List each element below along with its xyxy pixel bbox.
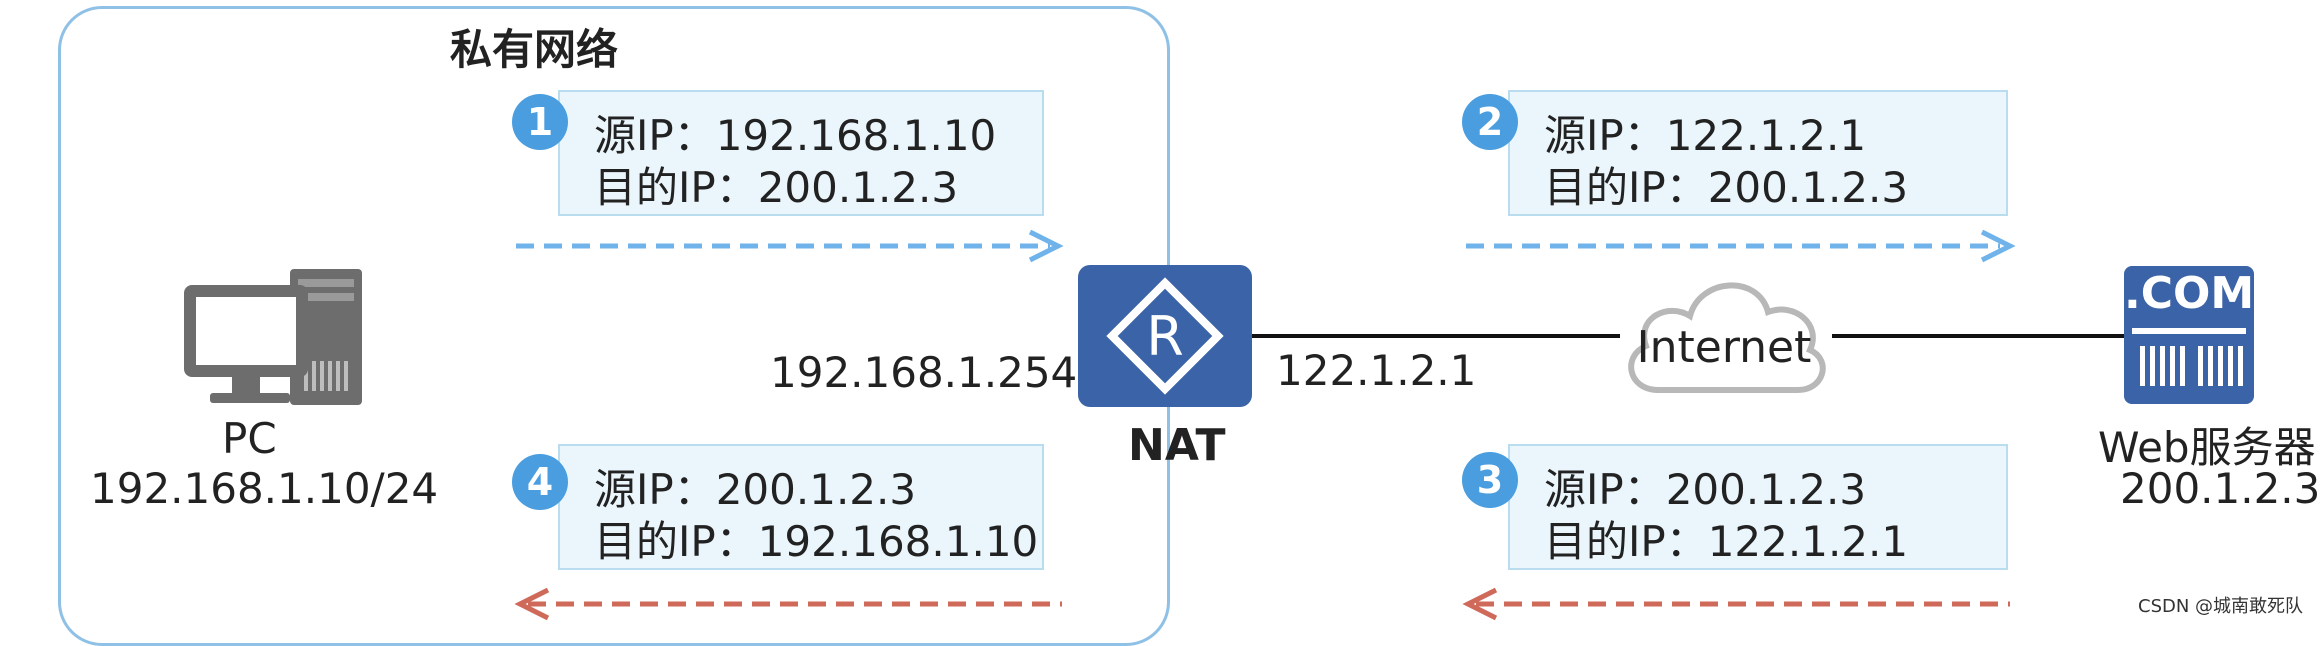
connection-layer <box>514 229 2124 621</box>
packet-1-src: 源IP：192.168.1.10 <box>594 111 997 160</box>
packet-1-badge: 1 <box>512 94 568 150</box>
packet-3-dst: 目的IP：122.1.2.1 <box>1544 517 1909 566</box>
server-name: Web服务器 <box>2098 423 2316 472</box>
packet-box-3: 源IP：200.1.2.3 目的IP：122.1.2.1 <box>1508 444 2008 570</box>
packet-box-4: 源IP：200.1.2.3 目的IP：192.168.1.10 <box>558 444 1044 570</box>
nat-label: NAT <box>1128 420 1226 471</box>
server-divider <box>2132 328 2246 334</box>
packet-3-badge: 3 <box>1462 452 1518 508</box>
router-letter: R <box>1146 305 1184 368</box>
nat-wan-ip: 122.1.2.1 <box>1276 346 1477 395</box>
private-network-title: 私有网络 <box>450 25 619 74</box>
server-address: 200.1.2.3 <box>2120 464 2321 513</box>
packet-1-arrow <box>516 229 1064 263</box>
packet-4-dst: 目的IP：192.168.1.10 <box>594 517 1039 566</box>
packet-4-arrow <box>514 587 1062 621</box>
pc-name: PC <box>222 414 277 463</box>
pc-address: 192.168.1.10/24 <box>90 464 439 513</box>
internet-label: Internet <box>1637 322 1812 373</box>
packet-4-badge: 4 <box>512 454 568 510</box>
server-com-text: .COM <box>2124 268 2255 319</box>
packet-2-badge: 2 <box>1462 94 1518 150</box>
packet-box-1: 源IP：192.168.1.10 目的IP：200.1.2.3 <box>558 90 1044 216</box>
packet-3-src: 源IP：200.1.2.3 <box>1544 465 1867 514</box>
packet-2-src: 源IP：122.1.2.1 <box>1544 111 1867 160</box>
pc-icon <box>184 269 362 405</box>
packet-box-2: 源IP：122.1.2.1 目的IP：200.1.2.3 <box>1508 90 2008 216</box>
watermark: CSDN @城南敢死队 <box>2138 596 2304 617</box>
nat-router-icon: R <box>1078 265 1252 407</box>
server-bars-icon <box>2140 346 2243 386</box>
internet-cloud-icon: Internet <box>1628 282 1826 393</box>
packet-2-arrow <box>1466 229 2016 263</box>
packet-3-arrow <box>1462 587 2010 621</box>
packet-2-dst: 目的IP：200.1.2.3 <box>1544 163 1909 212</box>
web-server-icon: .COM <box>2124 266 2254 404</box>
nat-lan-ip: 192.168.1.254 <box>770 348 1078 397</box>
router-diamond-icon: R <box>1106 277 1224 395</box>
packet-4-src: 源IP：200.1.2.3 <box>594 465 917 514</box>
packet-1-dst: 目的IP：200.1.2.3 <box>594 163 959 212</box>
